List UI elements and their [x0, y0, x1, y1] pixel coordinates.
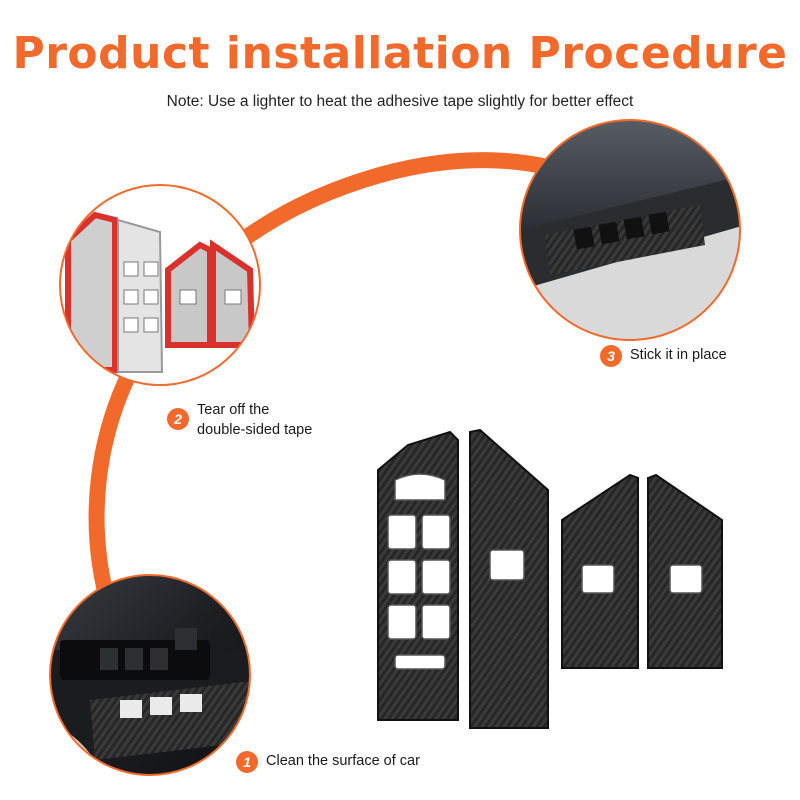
step-1-badge: 1 — [236, 751, 258, 773]
step-2-photo-frame — [59, 184, 261, 386]
step-2-badge: 2 — [167, 408, 189, 430]
page-title: Product installation Procedure — [12, 28, 788, 79]
progress-arc — [88, 152, 598, 618]
step-2-photo — [60, 185, 260, 385]
step-1-label: Clean the surface of car — [266, 753, 420, 769]
step-2: 2 Tear off the double-sided tape — [167, 400, 312, 440]
step-3: 3 Stick it in place — [600, 345, 727, 367]
step-1-photo-frame — [49, 574, 251, 776]
installation-note: Note: Use a lighter to heat the adhesive… — [166, 93, 634, 110]
product-set — [377, 428, 723, 729]
step-3-photo-frame — [519, 119, 741, 341]
step-3-badge: 3 — [600, 345, 622, 367]
step-1: 1 Clean the surface of car — [236, 751, 420, 773]
step-3-label: Stick it in place — [630, 347, 727, 363]
driver-panel — [377, 430, 459, 721]
step-3-photo — [520, 120, 740, 340]
step-2-label: Tear off the double-sided tape — [197, 402, 313, 438]
